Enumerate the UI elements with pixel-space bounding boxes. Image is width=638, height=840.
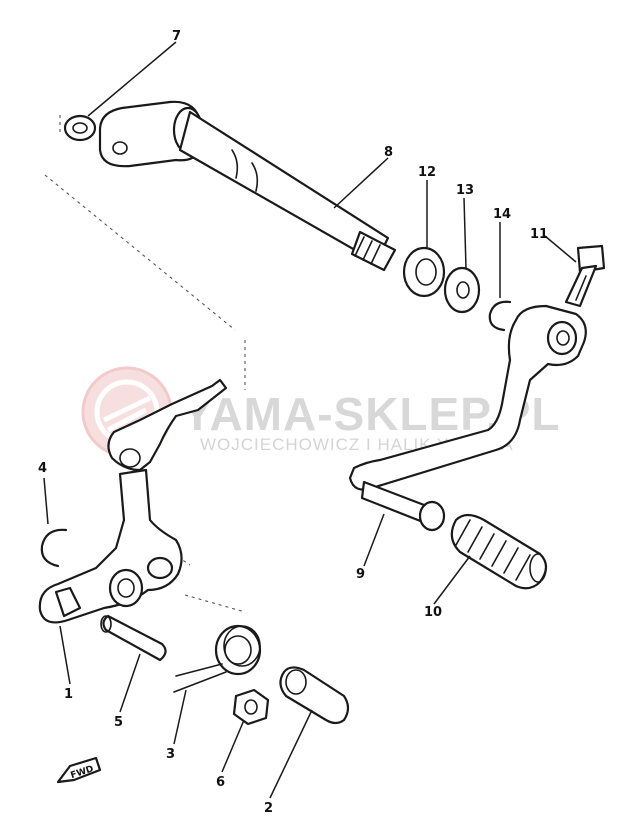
callout-14: 14 [493,207,511,222]
callout-4: 4 [38,461,47,476]
nut-part-6 [232,688,270,726]
callout-3: 3 [166,747,175,762]
shift-shaft-part-8 [98,100,397,272]
pin-part-5 [100,614,167,662]
callout-13: 13 [456,183,474,198]
forward-arrow-icon: FWD [56,756,102,784]
collar-part-2 [279,666,350,725]
leader-lines [43,41,577,799]
callout-labels: 7 8 12 13 14 11 4 1 2 3 5 6 9 10 [38,29,548,816]
oil-seal-part-12 [402,246,446,298]
bolt-part-11 [564,244,606,308]
callout-8: 8 [384,145,393,160]
callout-5: 5 [114,715,123,730]
washer-part-7 [63,114,97,142]
callout-2: 2 [264,801,273,816]
spring-part-3 [173,624,262,693]
callout-10: 10 [424,605,442,620]
callout-9: 9 [356,567,365,582]
washer-part-13 [443,266,481,314]
foot-rubber-part-10 [450,513,548,590]
callout-12: 12 [418,165,436,180]
shift-pedal-part-9 [348,304,587,532]
callout-6: 6 [216,775,225,790]
callout-1: 1 [64,687,73,702]
callout-11: 11 [530,227,548,242]
callout-7: 7 [172,29,181,44]
circlip-part-4 [40,528,68,568]
circlip-part-14 [488,300,512,332]
alignment-lines [44,115,246,613]
shift-arm-part-1 [38,378,228,624]
